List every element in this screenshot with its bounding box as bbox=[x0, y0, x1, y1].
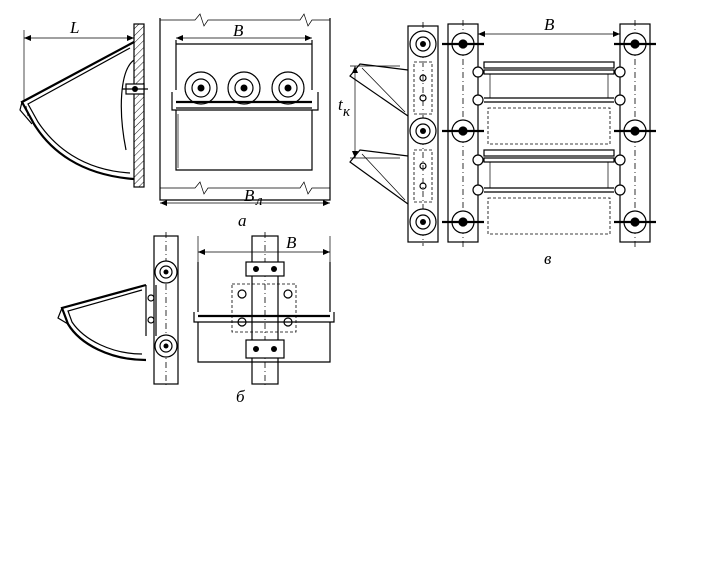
bucket-v-1 bbox=[472, 61, 626, 106]
label-tk-sub: к bbox=[343, 104, 351, 120]
label-tk: t bbox=[338, 95, 344, 114]
label-Bl-sub: л bbox=[255, 193, 263, 209]
label-B-a: B bbox=[233, 21, 244, 40]
bolt-2 bbox=[227, 71, 261, 105]
label-L: L bbox=[69, 18, 79, 37]
fig-v-side-view: t к bbox=[338, 22, 439, 246]
figure-caption-v: в bbox=[544, 249, 552, 268]
fig-a-front-view: B B л а bbox=[159, 13, 331, 230]
belt-wall bbox=[133, 23, 145, 188]
label-B-v: B bbox=[544, 15, 555, 34]
bucket-shell-inner bbox=[27, 47, 131, 174]
belt-outline bbox=[159, 18, 331, 201]
bolt-1 bbox=[184, 71, 218, 105]
fig-b-side-view bbox=[57, 232, 179, 388]
fig-a-side-view: L bbox=[19, 18, 148, 188]
bucket-shell-outer bbox=[20, 41, 135, 181]
bucket-body bbox=[175, 110, 313, 171]
fig-b-front-view: B б bbox=[193, 232, 335, 406]
bucket-v-2 bbox=[472, 149, 626, 196]
bucket-body-b bbox=[197, 322, 331, 363]
bucket-plate-1 bbox=[349, 63, 409, 117]
label-Bl: B bbox=[244, 186, 255, 205]
bucket-side-b bbox=[60, 283, 147, 362]
fig-v-front-view: B bbox=[442, 15, 656, 268]
figure-caption-a: а bbox=[238, 211, 247, 230]
label-B-b: B bbox=[286, 233, 297, 252]
figure-caption-b: б bbox=[236, 387, 245, 406]
bolt-3 bbox=[271, 71, 305, 105]
